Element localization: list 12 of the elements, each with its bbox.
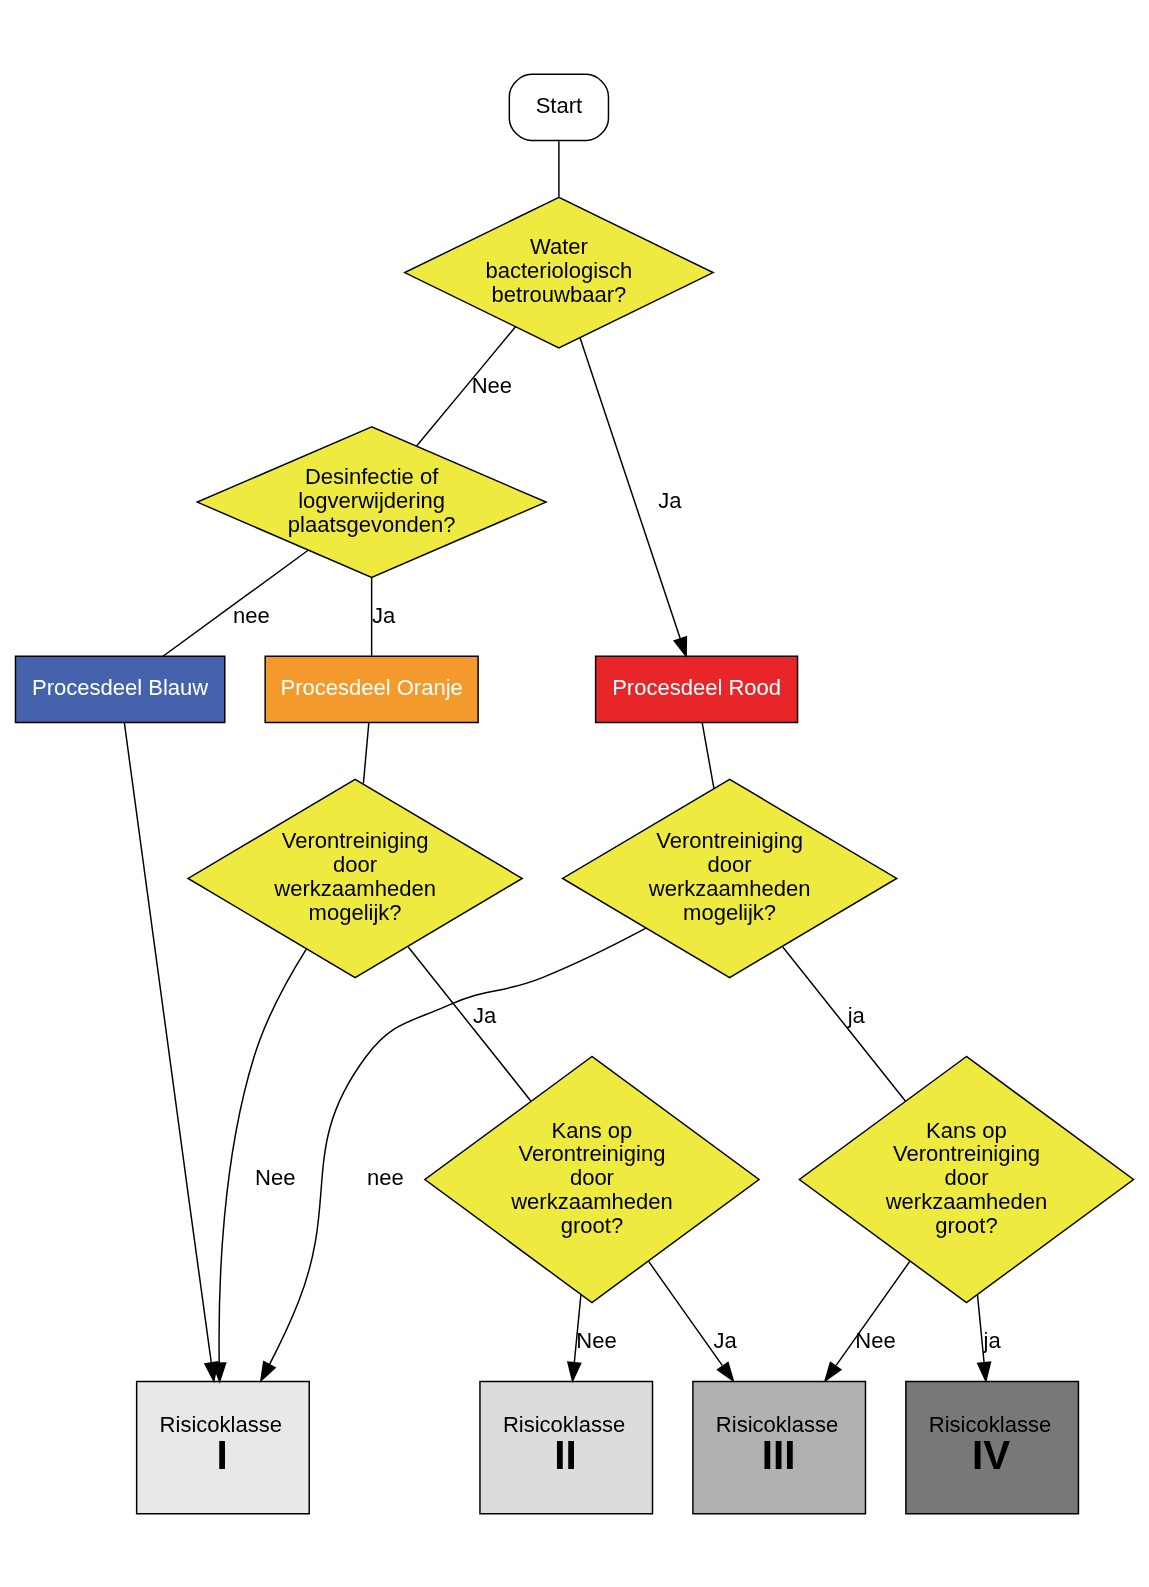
edge-label: Ja [658,487,682,513]
edge-label: Nee [855,1327,896,1353]
edge-label: Ja [371,602,396,628]
edge-label: ja [983,1327,1001,1353]
edge-label: Nee [471,372,513,398]
edge-label: nee [367,1164,404,1190]
edge-label: ja [847,1002,865,1028]
edge-label: nee [233,602,270,628]
edge-label: Nee [576,1327,617,1353]
edge-label: Ja [472,1002,497,1028]
edge-label: Nee [255,1164,296,1190]
edge-label: Ja [713,1327,737,1353]
